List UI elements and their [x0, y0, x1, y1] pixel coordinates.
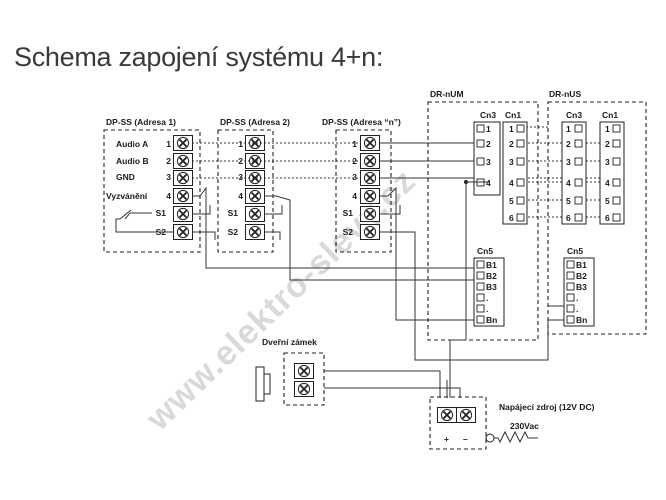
power-wires	[324, 181, 490, 398]
dr-nus-cn3-pin: 4	[566, 178, 571, 188]
station-n-pin-3: 3	[352, 172, 357, 182]
dr-nus-cn3-pin: 5	[566, 196, 571, 206]
station-1-pin-3: 3	[166, 172, 171, 182]
station-n-pin-4: 4	[352, 191, 357, 201]
dr-nus-cn1-pin: 2	[605, 139, 610, 149]
station-2-header: DP-SS (Adresa 2)	[220, 117, 290, 127]
dr-nus-cn5-pin: B3	[576, 282, 587, 292]
dr-nus-cn1-pin: 1	[605, 124, 610, 134]
station-n-pin-2: 2	[352, 156, 357, 166]
dr-nus-cn5-pin: B2	[576, 271, 587, 281]
dr-nus-cn3-pin: 6	[566, 213, 571, 223]
station-2-pin-s1: S1	[228, 208, 239, 218]
dr-nus-cn5-label: Cn5	[567, 246, 583, 256]
station-2-pin-1: 1	[238, 139, 243, 149]
mains-plug-icon	[485, 433, 495, 443]
station-1-terminal-block	[172, 134, 194, 241]
dr-nus-cn5-pin: .	[576, 293, 578, 303]
dr-num-cn1-pin: 4	[509, 178, 514, 188]
door-lock-label: Dveřní zámek	[262, 337, 317, 347]
dr-num-cn5-pin: Bn	[486, 315, 497, 325]
door-lock-body	[255, 366, 265, 402]
module-dr-nus-header: DR-nUS	[549, 89, 581, 99]
dr-num-cn5-pin: B3	[486, 282, 497, 292]
station-2-pin-4: 4	[238, 191, 243, 201]
station-2-pin-s2: S2	[228, 227, 239, 237]
door-station-n: DP-SS (Adresa “n”) 1 2 3 4 S1 S2	[322, 117, 401, 253]
signal-wires	[192, 186, 566, 361]
station-n-pin-s1: S1	[343, 208, 354, 218]
power-supply-label: Napájecí zdroj (12V DC)	[499, 402, 595, 412]
dr-num-cn5-pin: B1	[486, 260, 497, 270]
power-minus-label: –	[463, 434, 468, 444]
dr-num-cn3-pin: 4	[486, 178, 491, 188]
dr-num-cn5-pin: .	[486, 304, 488, 314]
dr-num-cn1-label: Cn1	[505, 110, 521, 120]
module-dr-nus: DR-nUS Cn3 Cn1 1 2 3 4 5 6 1 2 3 4 5 6 C…	[547, 89, 647, 335]
door-station-1: DP-SS (Adresa 1) Audio A Audio B GND Vyz…	[103, 117, 201, 253]
power-supply: + – Napájecí zdroj (12V DC) 230Vac	[429, 396, 595, 450]
module-dr-num: DR-nUM Cn3 Cn1 1 2 3 4 1 2 3 4 5 6 Cn5 B…	[427, 89, 539, 341]
dr-num-cn1-pin: 2	[509, 139, 514, 149]
dr-nus-cn1-pin: 5	[605, 196, 610, 206]
dr-nus-cn3-pin: 2	[566, 139, 571, 149]
dr-num-cn1-pin: 5	[509, 196, 514, 206]
dr-nus-cn3-block	[561, 121, 587, 225]
dr-nus-cn1-pin: 3	[605, 157, 610, 167]
diagram-title: Schema zapojení systému 4+n:	[14, 42, 383, 72]
dr-nus-cn1-label: Cn1	[602, 110, 618, 120]
dr-nus-cn5-pin: Bn	[576, 315, 587, 325]
dr-num-cn3-label: Cn3	[480, 110, 496, 120]
module-dr-num-header: DR-nUM	[430, 89, 464, 99]
station-1-header: DP-SS (Adresa 1)	[106, 117, 176, 127]
dr-nus-cn5-pin: .	[576, 304, 578, 314]
station-1-label-audio-b: Audio B	[116, 156, 149, 166]
bus-wires	[192, 126, 604, 221]
station-n-pin-1: 1	[352, 139, 357, 149]
station-2-pin-3: 3	[238, 172, 243, 182]
mains-label: 230Vac	[510, 421, 539, 431]
station-1-label-gnd: GND	[116, 172, 135, 182]
station-n-header: DP-SS (Adresa “n”)	[322, 117, 401, 127]
station-1-pin-2: 2	[166, 156, 171, 166]
door-lock: Dveřní zámek	[255, 337, 325, 406]
dr-num-cn5-block	[473, 257, 505, 327]
dr-num-cn1-pin: 3	[509, 157, 514, 167]
station-1-pin-1: 1	[166, 139, 171, 149]
station-2-terminal-block	[244, 134, 266, 241]
dr-nus-cn5-block	[563, 257, 595, 327]
call-button-symbol	[115, 212, 174, 233]
dr-num-cn5-pin: B2	[486, 271, 497, 281]
dr-num-cn3-pin: 3	[486, 157, 491, 167]
power-plus-label: +	[444, 434, 449, 444]
dr-nus-cn1-pin: 6	[605, 213, 610, 223]
dr-nus-cn3-pin: 1	[566, 124, 571, 134]
station-1-label-ring: Vyzvánění	[106, 191, 148, 201]
station-1-pin-s1: S1	[156, 208, 167, 218]
dr-num-cn1-pin: 1	[509, 124, 514, 134]
dr-num-cn5-label: Cn5	[477, 246, 493, 256]
dr-nus-cn5-pin: B1	[576, 260, 587, 270]
dr-num-cn3-pin: 2	[486, 139, 491, 149]
dr-nus-cn1-pin: 4	[605, 178, 610, 188]
dr-nus-cn1-block	[599, 121, 625, 225]
station-1-pin-4: 4	[166, 191, 171, 201]
station-1-label-audio-a: Audio A	[116, 139, 148, 149]
station-n-pin-s2: S2	[343, 227, 354, 237]
dr-num-cn3-pin: 1	[486, 124, 491, 134]
dr-num-cn1-block	[502, 121, 528, 225]
dr-nus-cn3-pin: 3	[566, 157, 571, 167]
dr-num-cn5-pin: .	[486, 293, 488, 303]
dr-nus-cn3-label: Cn3	[566, 110, 582, 120]
dr-num-cn1-pin: 6	[509, 213, 514, 223]
